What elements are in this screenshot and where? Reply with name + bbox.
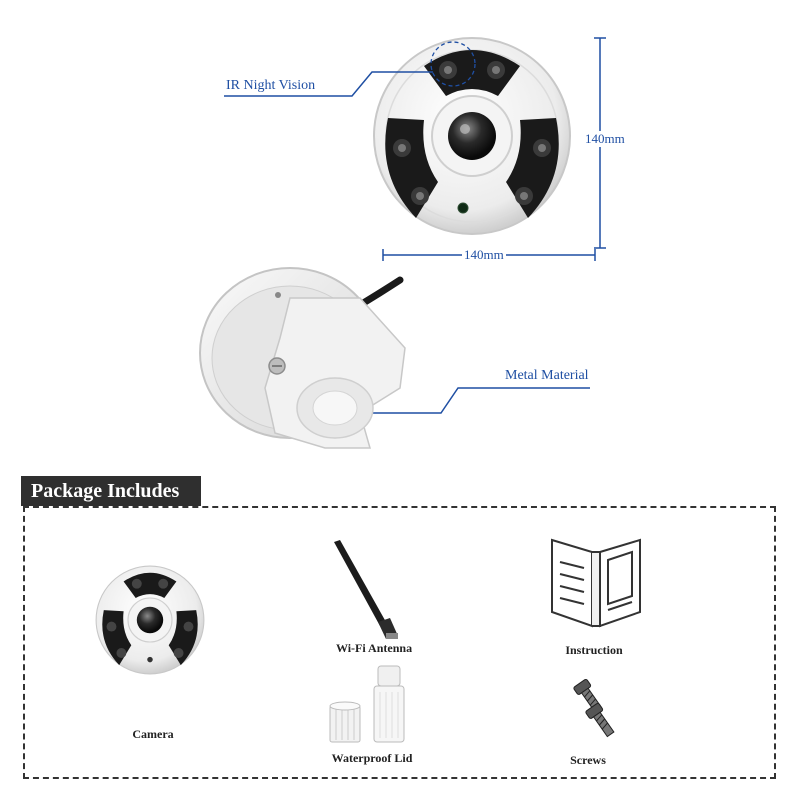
package-antenna-label: Wi-Fi Antenna [335, 641, 413, 655]
package-box [23, 506, 776, 779]
antenna-icon [334, 540, 398, 639]
ir-night-vision-label: IR Night Vision [226, 78, 316, 93]
instruction-book-icon [551, 538, 641, 628]
package-camera-label: Camera [132, 727, 174, 741]
camera-front-image [373, 37, 571, 235]
package-lid-label: Waterproof Lid [331, 751, 413, 765]
height-dimension-label: 140mm [585, 131, 625, 147]
package-includes-title: Package Includes [21, 476, 201, 506]
waterproof-lid-icon [329, 665, 405, 743]
package-camera-image [95, 565, 205, 675]
package-screws-label: Screws [570, 753, 606, 767]
metal-material-label: Metal Material [505, 368, 589, 383]
camera-back-image [199, 267, 406, 449]
width-dimension-label: 140mm [462, 247, 506, 263]
package-instruction-label: Instruction [565, 643, 623, 657]
screws-icon [573, 678, 615, 738]
